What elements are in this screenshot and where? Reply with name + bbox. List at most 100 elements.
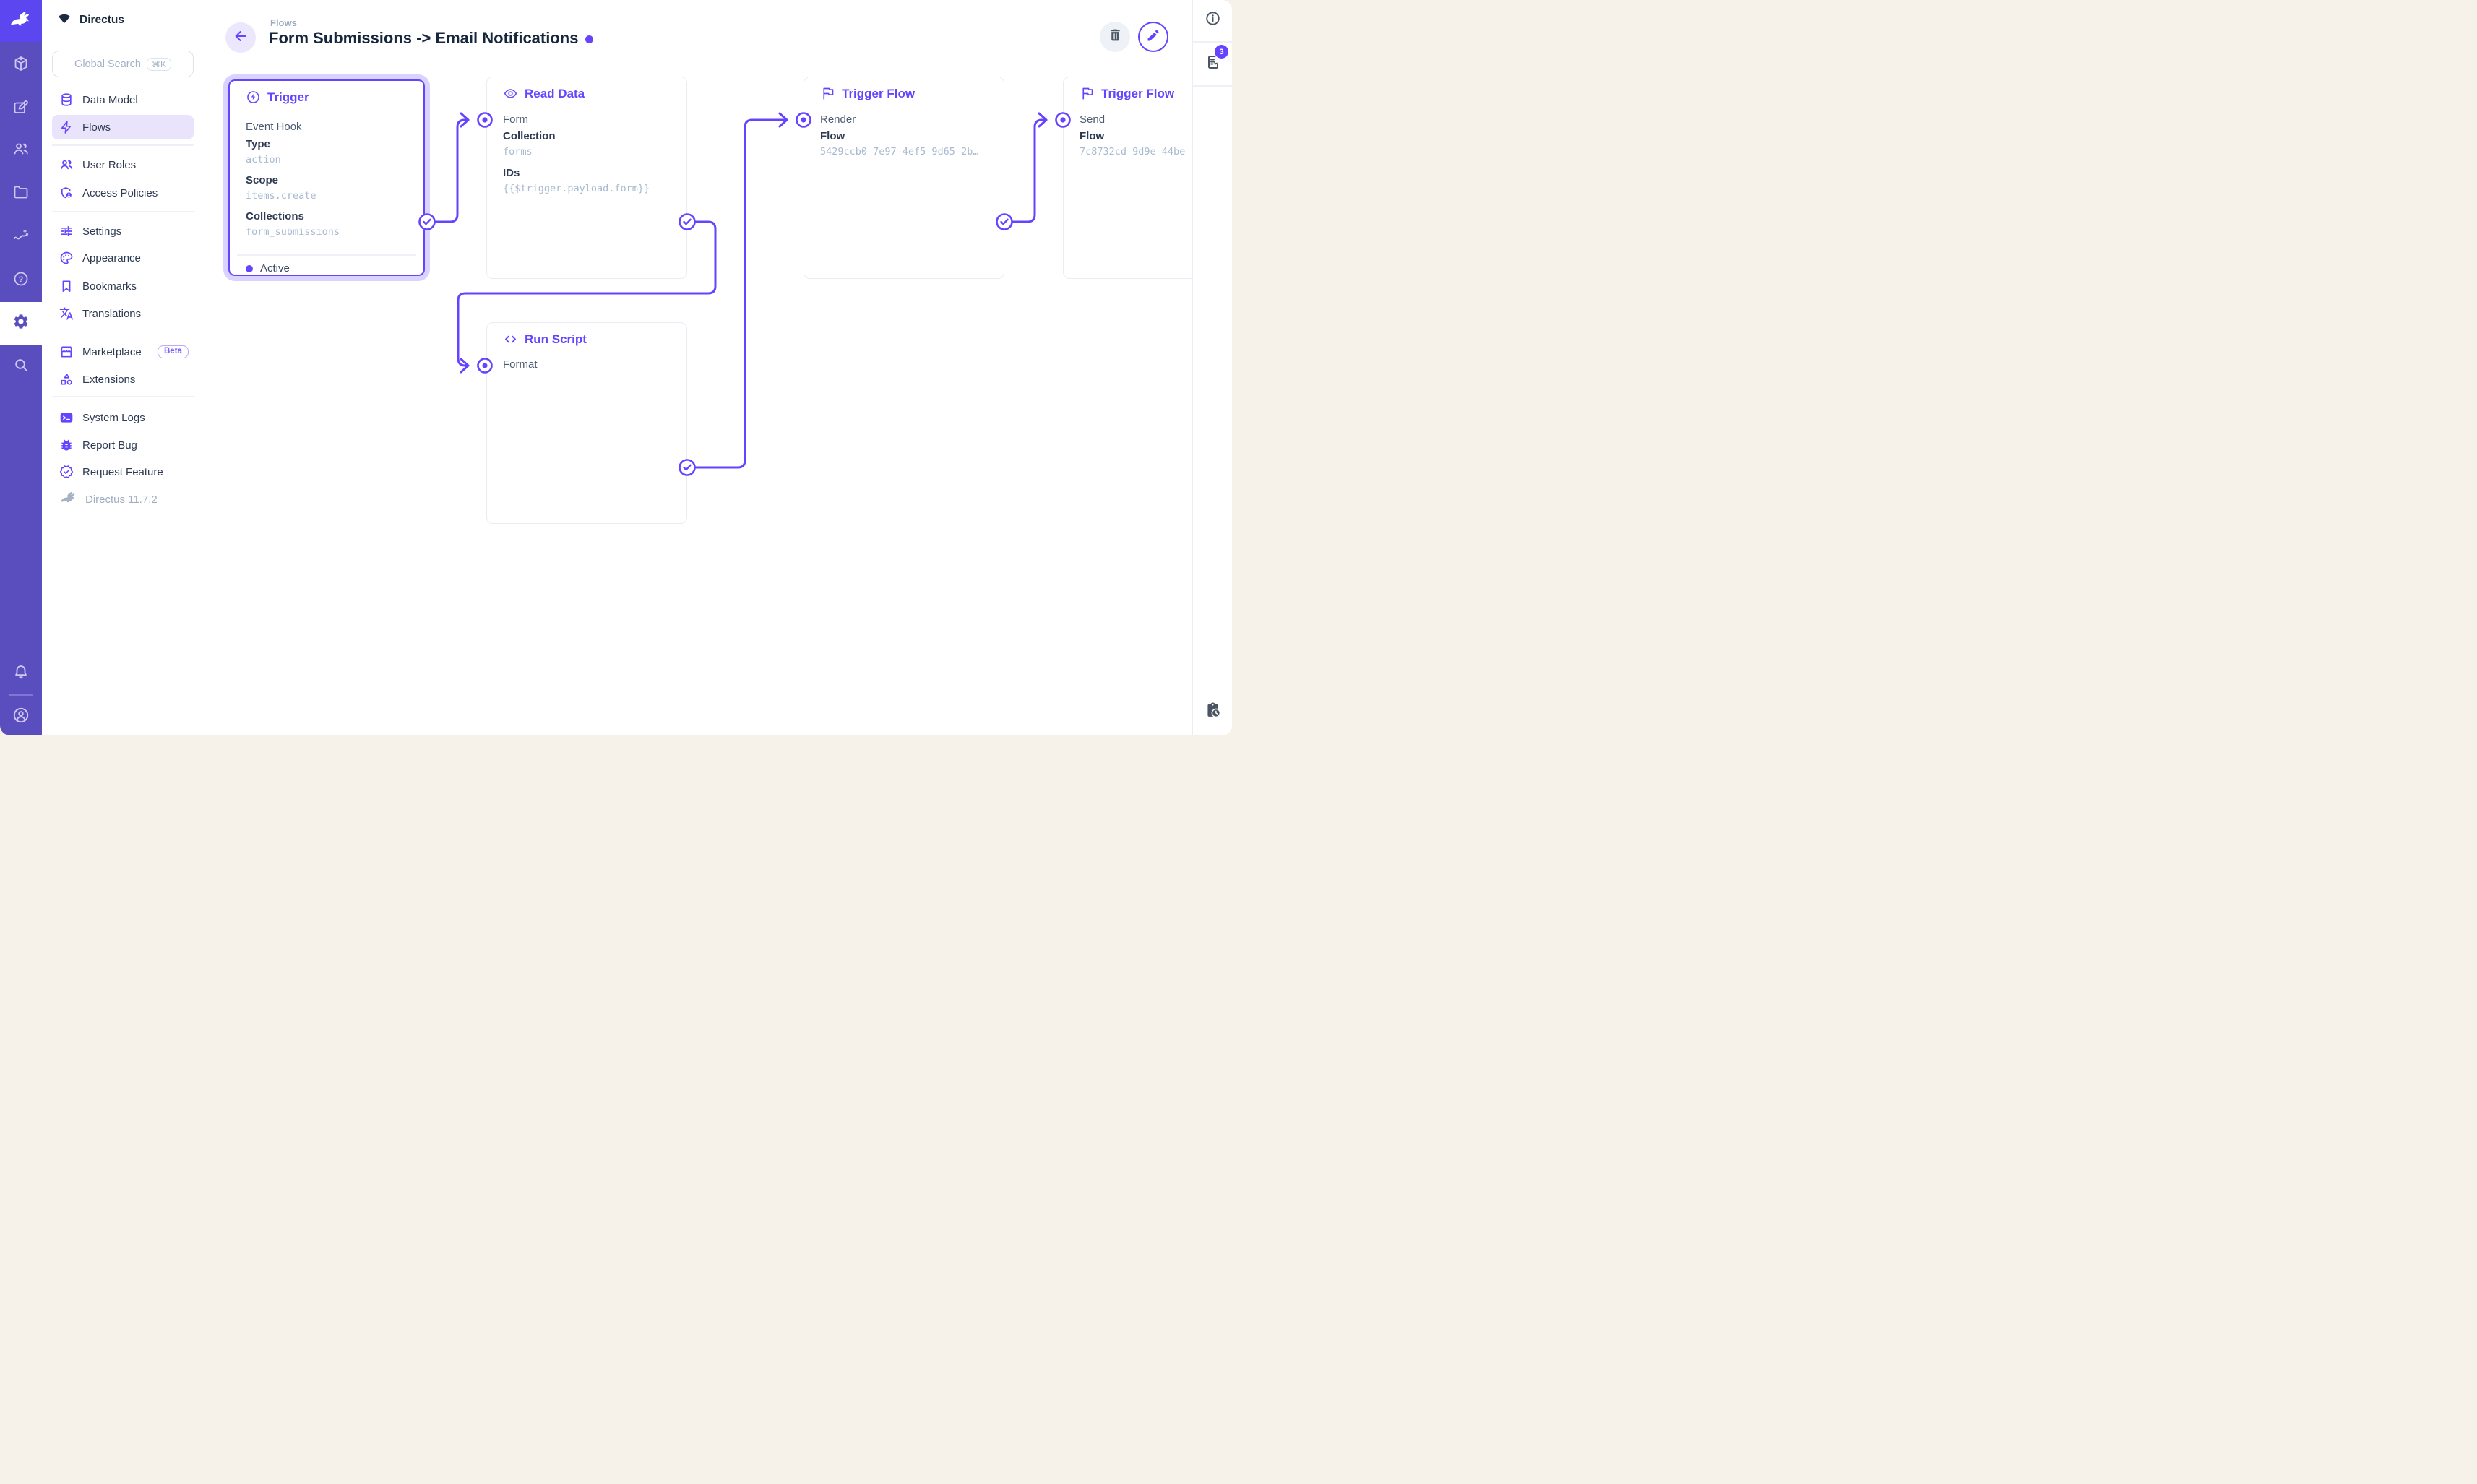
clipboard-clock-icon (1204, 701, 1222, 722)
field-value: 7c8732cd-9d9e-44be (1080, 146, 1186, 158)
sidebar-item-label: Flows (82, 121, 111, 134)
sidebar-item-label: Request Feature (82, 465, 163, 478)
info-sidebar-button[interactable] (1193, 6, 1232, 35)
notifications-button[interactable] (0, 652, 42, 694)
settings-icon (12, 313, 30, 334)
beta-badge: Beta (158, 345, 189, 359)
sidebar-item-label: Bookmarks (82, 280, 137, 293)
arrow-head-icon (460, 358, 470, 374)
account-icon (12, 706, 30, 728)
pencil-icon (1146, 28, 1160, 46)
sidebar-item-extensions[interactable]: Extensions (52, 367, 194, 392)
sidebar-item-flows[interactable]: Flows (52, 115, 194, 139)
arrow-left-icon (233, 28, 249, 48)
edit-icon (12, 98, 30, 119)
translate-icon (59, 306, 74, 321)
notices-sidebar-button[interactable] (1193, 48, 1232, 79)
rabbit-version-icon (59, 491, 78, 507)
module-content[interactable] (0, 44, 42, 86)
module-bar-divider (9, 694, 33, 696)
back-button[interactable] (225, 22, 256, 53)
field-label: Collections (246, 210, 304, 223)
eye-icon (503, 86, 518, 101)
sidebar-item-label: Appearance (82, 251, 141, 264)
edit-flow-button[interactable] (1138, 22, 1168, 52)
sidebar-item-label: Report Bug (82, 439, 137, 452)
field-value: action (246, 154, 281, 165)
connection-line (1003, 118, 1048, 223)
sidebar-item-marketplace[interactable]: Marketplace Beta (52, 340, 194, 364)
flag-icon (1080, 86, 1095, 101)
trigger-type: Event Hook (246, 121, 302, 133)
sidebar-item-user-roles[interactable]: User Roles (52, 152, 194, 177)
tune-icon (59, 224, 74, 238)
version-info: Directus 11.7.2 (59, 487, 201, 512)
module-files[interactable] (0, 173, 42, 215)
field-value: 5429ccb0-7e97-4ef5-9d65-2b… (820, 146, 979, 158)
field-label: Scope (246, 174, 279, 186)
version-label: Directus 11.7.2 (85, 493, 158, 506)
arrow-head-icon (778, 112, 788, 128)
sidebar-item-report-bug[interactable]: Report Bug (52, 433, 194, 457)
sidebar-divider (52, 396, 194, 397)
sidebar-item-label: Extensions (82, 373, 136, 386)
sidebar-item-label: Access Policies (82, 186, 158, 199)
shield-user-icon (59, 186, 74, 200)
sidebar-item-label: Translations (82, 307, 142, 320)
account-button[interactable] (0, 696, 42, 735)
field-label: Flow (1080, 130, 1105, 142)
sidebar-item-appearance[interactable]: Appearance (52, 246, 194, 270)
terminal-icon (59, 410, 74, 425)
module-insights[interactable] (0, 216, 42, 258)
flow-card-trigger[interactable]: Trigger Event Hook Type action Scope ite… (228, 79, 425, 276)
operation-key: Form (503, 113, 528, 126)
arrow-head-icon (460, 112, 470, 128)
card-divider (237, 254, 416, 256)
folder-icon (12, 184, 30, 204)
sidebar-item-system-logs[interactable]: System Logs (52, 405, 194, 430)
right-sidebar-divider (1193, 85, 1232, 87)
log-list-icon (1205, 53, 1222, 74)
revisions-sidebar-button[interactable] (1193, 696, 1232, 728)
module-editor[interactable] (0, 87, 42, 129)
sidebar-item-label: User Roles (82, 158, 137, 171)
module-help[interactable]: ? (0, 259, 42, 301)
flow-card-trigger-flow-render[interactable]: Trigger Flow Render Flow 5429ccb0-7e97-4… (804, 77, 1004, 279)
module-search[interactable] (0, 345, 42, 387)
arrow-head-icon (1038, 112, 1048, 128)
breadcrumb[interactable]: Flows (270, 17, 297, 28)
sidebar-item-label: System Logs (82, 411, 145, 424)
sidebar-divider (52, 211, 194, 212)
card-title: Trigger Flow (820, 86, 915, 101)
module-users[interactable] (0, 129, 42, 171)
operation-key: Render (820, 113, 856, 126)
bug-icon (59, 438, 74, 452)
help-icon: ? (12, 270, 30, 291)
flag-icon (820, 86, 835, 101)
sidebar-item-request-feature[interactable]: Request Feature (52, 460, 194, 484)
search-shortcut-kbd: ⌘K (146, 57, 171, 71)
sidebar-item-settings[interactable]: Settings (52, 219, 194, 243)
field-label: Collection (503, 130, 556, 142)
card-title: Run Script (503, 332, 587, 347)
directus-logo-button[interactable] (0, 0, 42, 42)
palette-icon (59, 251, 74, 265)
info-icon (1205, 10, 1221, 30)
search-placeholder: Global Search (74, 58, 141, 70)
sidebar-item-data-model[interactable]: Data Model (52, 87, 194, 112)
field-label: Type (246, 138, 270, 150)
card-title: Read Data (503, 86, 585, 101)
sidebar-item-access-policies[interactable]: Access Policies (52, 181, 194, 205)
sidebar-item-bookmarks[interactable]: Bookmarks (52, 274, 194, 298)
app-window: ? Directus Global Search ⌘K Data Model (0, 0, 1232, 735)
module-settings[interactable] (0, 302, 42, 345)
flow-card-read-data[interactable]: Read Data Form Collection forms IDs {{$t… (486, 77, 687, 279)
sidebar-divider (52, 144, 194, 146)
project-switcher[interactable]: Directus (42, 0, 202, 40)
sidebar-item-translations[interactable]: Translations (52, 301, 194, 326)
flow-card-run-script[interactable]: Run Script Format (486, 322, 687, 524)
delete-flow-button[interactable] (1100, 22, 1130, 52)
trash-icon (1108, 27, 1123, 46)
search-input[interactable]: Global Search ⌘K (52, 51, 194, 77)
database-icon (59, 92, 74, 107)
